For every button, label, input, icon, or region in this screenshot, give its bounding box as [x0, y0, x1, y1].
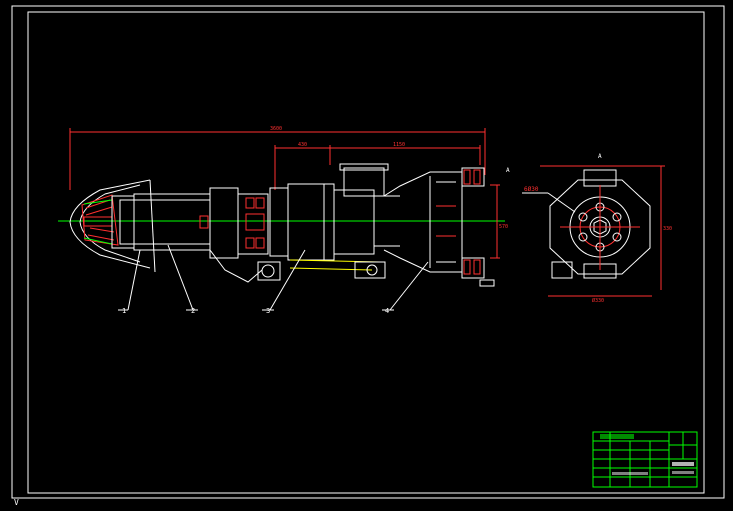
- end-view-height-text: 330: [663, 226, 672, 232]
- end-view-leader: [547, 192, 576, 213]
- inner-frame: [27, 11, 705, 494]
- dim-left-span-text: 430: [298, 142, 307, 148]
- leader-lines: [118, 244, 429, 311]
- end-view-octagon: [549, 179, 651, 275]
- end-view-section-mark: A: [598, 153, 602, 160]
- title-block: [592, 431, 698, 488]
- main-assembly-view: 3600 430 1150 570 A: [58, 126, 510, 315]
- tail-yoke: [383, 167, 485, 279]
- end-view: A 330 Ø330 6Ø30: [522, 153, 672, 304]
- part-number-1: 1: [122, 307, 126, 315]
- end-view-hole-callout: 6Ø30: [524, 186, 539, 193]
- dimension-height: [490, 184, 500, 259]
- dim-body-span-text: 1150: [393, 142, 405, 148]
- part-number-2: 2: [191, 307, 195, 315]
- part-number-4: 4: [385, 307, 389, 315]
- tail-bolts: [436, 169, 481, 275]
- dimension-secondary: [274, 145, 481, 190]
- pivot-bracket: [257, 261, 281, 281]
- part-number-3: 3: [266, 307, 270, 315]
- hidden-line-2: [289, 267, 373, 271]
- end-view-width-text: Ø330: [592, 297, 604, 304]
- dim-height-text: 570: [499, 224, 508, 230]
- dimension-overall: [69, 128, 486, 190]
- end-view-side-bracket: [551, 261, 573, 279]
- corner-mark: V: [14, 498, 19, 507]
- dim-overall-text: 3600: [270, 126, 282, 132]
- cylinder-section-2: [209, 187, 269, 283]
- lower-pin: [366, 264, 378, 276]
- bolt-cluster-1: [199, 197, 265, 249]
- section-mark-a: A: [506, 167, 510, 174]
- nose-cone: [69, 179, 156, 273]
- tail-foot: [479, 279, 495, 287]
- end-view-top-lug: [583, 169, 617, 187]
- lower-bracket: [354, 261, 386, 279]
- cylinder-section-3: [269, 163, 400, 261]
- outer-frame: [11, 5, 725, 499]
- pivot-pin: [261, 264, 275, 278]
- cylinder-section-1: [111, 193, 211, 251]
- nose-hatch: [81, 194, 119, 246]
